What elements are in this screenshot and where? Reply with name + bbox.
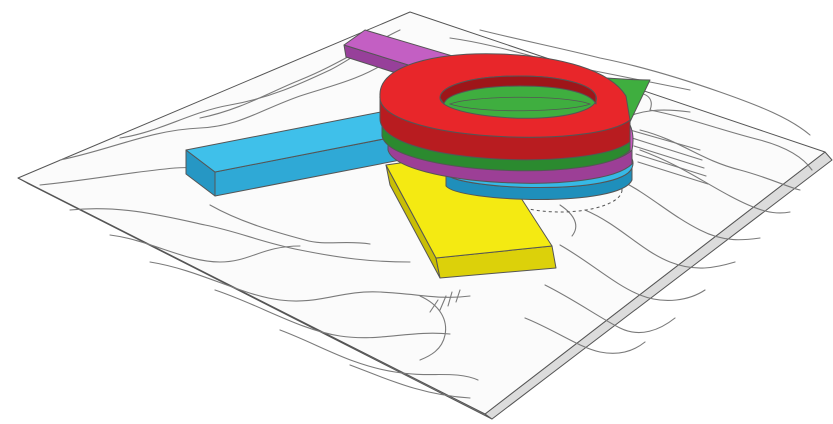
ring-green-inner xyxy=(450,97,590,111)
ring-red xyxy=(380,54,630,160)
